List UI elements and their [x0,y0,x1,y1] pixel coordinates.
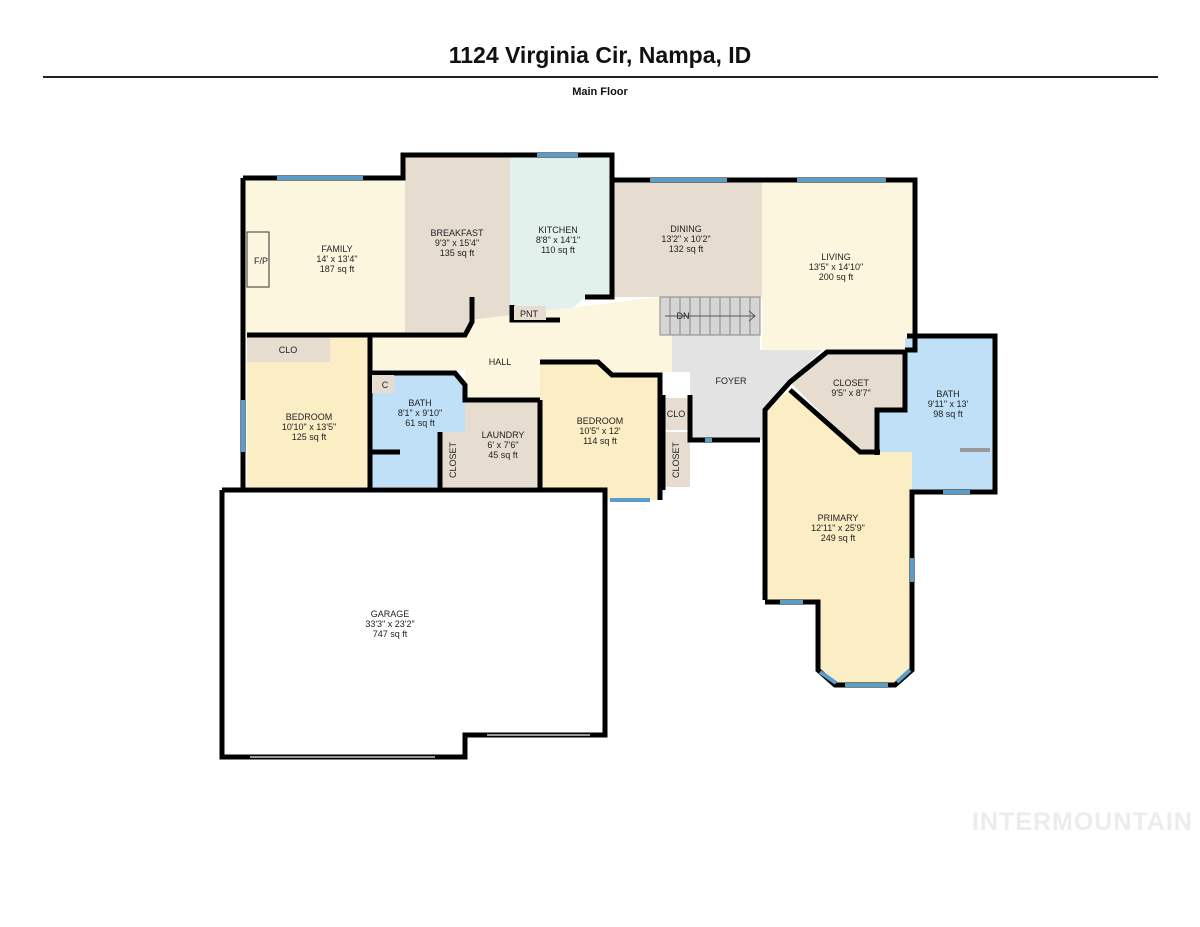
garage-name: GARAGE [371,609,410,619]
stairs-dn-label: DN [677,311,690,321]
kitchen-dims: 8'8" x 14'1" [536,235,580,245]
garage-dims: 33'3" x 23'2" [365,619,414,629]
bath1-dims: 8'1" x 9'10" [398,408,442,418]
garage-fill [222,490,605,757]
family-dims: 14' x 13'4" [316,254,357,264]
family-room-fill [245,180,405,333]
living-name: LIVING [821,252,851,262]
closet-bedroom2-fill [663,432,690,487]
room-labels: FAMILY 14' x 13'4" 187 sq ft BREAKFAST 9… [254,224,969,639]
watermark: INTERMOUNTAIN [972,808,1193,836]
laundry-name: LAUNDRY [482,430,525,440]
dining-dims: 13'2" x 10'2" [661,234,710,244]
fireplace [246,231,270,288]
c-closet [372,375,394,393]
living-area: 200 sq ft [819,272,854,282]
pantry-label: PNT [520,309,539,319]
bath1-fill [372,373,465,487]
hall-name: HALL [489,357,512,367]
family-name: FAMILY [321,244,352,254]
stairs [659,296,761,336]
closet-primary-name: CLOSET [833,378,870,388]
breakfast-name: BREAKFAST [430,228,484,238]
bedroom1-name: BEDROOM [286,412,333,422]
living-room-fill [762,182,912,350]
bath2-dims: 9'11" x 13' [928,399,969,409]
foyer-name: FOYER [715,376,747,386]
bath2-area: 98 sq ft [933,409,963,419]
living-dims: 13'5" x 14'10" [809,262,863,272]
kitchen-name: KITCHEN [538,225,578,235]
bedroom2-fill [540,362,660,500]
primary-dims: 12'11" x 25'9" [811,523,865,533]
kitchen-fill [510,157,610,320]
bath1-name: BATH [408,398,431,408]
bedroom2-name: BEDROOM [577,416,624,426]
primary-area: 249 sq ft [821,533,856,543]
dining-area: 132 sq ft [669,244,704,254]
clo-bedroom1-fill [247,337,330,362]
family-area: 187 sq ft [320,264,355,274]
closet-laundry-fill [440,432,465,487]
dining-name: DINING [670,224,702,234]
floor-label: Main Floor [572,86,628,98]
closet-laundry-label: CLOSET [448,441,458,478]
title-divider [43,76,1158,78]
bedroom1-area: 125 sq ft [292,432,327,442]
kitchen-area: 110 sq ft [541,245,575,255]
garage-area: 747 sq ft [373,629,408,639]
bedroom1-dims: 10'10" x 13'5" [282,422,336,432]
closet-bedroom2-label: CLOSET [671,441,681,478]
hall-fill [370,297,672,400]
bath2-name: BATH [936,389,959,399]
windows [241,153,970,687]
breakfast-dims: 9'3" x 15'4" [435,238,479,248]
clo-foyer-label: CLO [667,409,686,419]
clo-bedroom1-label: CLO [279,345,298,355]
c-closet-label: C [382,380,389,390]
breakfast-area: 135 sq ft [440,248,475,258]
room-fills [222,157,995,757]
clo-foyer-fill [663,398,690,430]
property-address-title: 1124 Virginia Cir, Nampa, ID [448,42,752,68]
pantry [514,306,546,320]
primary-fill [765,390,912,685]
breakfast-room-fill [405,157,510,333]
dining-room-fill [612,182,762,297]
bedroom2-dims: 10'5" x 12' [579,426,620,436]
garage-doors [250,734,590,758]
laundry-fill [465,402,538,487]
fireplace-label: F/P [254,256,268,266]
laundry-area: 45 sq ft [488,450,518,460]
bath1-area: 61 sq ft [405,418,435,428]
bedroom2-area: 114 sq ft [583,436,617,446]
laundry-dims: 6' x 7'6" [487,440,518,450]
primary-name: PRIMARY [818,513,859,523]
closet-primary-dims: 9'5" x 8'7" [831,388,870,398]
bath2-counter [960,448,990,452]
